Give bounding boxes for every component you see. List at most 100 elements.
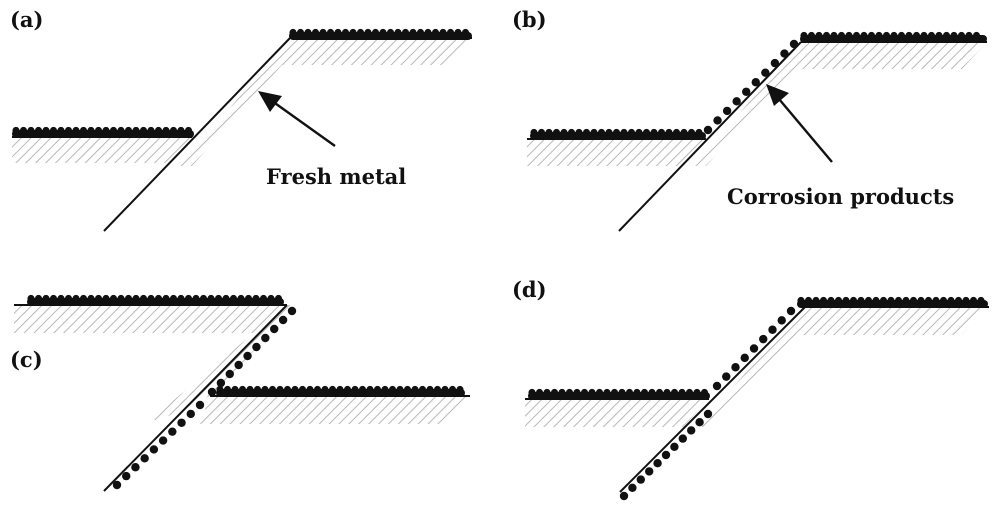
film-bead <box>109 126 118 135</box>
film-bead <box>42 294 50 303</box>
corrosion-product <box>722 372 731 381</box>
film-bead <box>268 385 277 394</box>
film-bead <box>575 128 583 137</box>
film-bead <box>57 294 65 303</box>
film-bead <box>819 296 828 305</box>
corrosion-product <box>749 344 759 353</box>
film-bead <box>678 388 686 397</box>
film-bead <box>545 128 553 137</box>
film-bead <box>680 128 688 137</box>
film-bead <box>124 294 133 303</box>
film-bead <box>909 296 918 305</box>
film-bead <box>343 385 352 394</box>
film-bead <box>371 28 380 37</box>
corrosion-product <box>628 483 637 492</box>
corrosion-product <box>703 409 713 419</box>
film-bead <box>381 385 389 394</box>
corrosion-product <box>287 306 297 316</box>
film-bead <box>924 296 933 305</box>
film-bead <box>366 385 374 394</box>
film-bead <box>311 28 320 37</box>
film-bead <box>962 296 970 305</box>
film-bead <box>154 294 163 303</box>
film-bead <box>800 31 808 40</box>
film-bead <box>184 126 193 135</box>
film-bead <box>162 126 170 135</box>
film-bead <box>394 28 402 37</box>
film-bead <box>289 28 297 37</box>
film-bead <box>296 28 305 37</box>
film-bead <box>849 296 858 305</box>
film-bead <box>655 388 664 397</box>
corrosion-product <box>732 97 741 106</box>
film-bead <box>231 385 239 394</box>
film-bead <box>336 385 344 394</box>
film-bead <box>618 388 626 397</box>
film-bead <box>448 385 457 394</box>
film-bead <box>857 296 865 305</box>
film-bead <box>244 294 253 303</box>
corrosion-product <box>112 480 122 490</box>
film-bead <box>147 126 155 135</box>
slip-plane-line <box>619 306 806 493</box>
film-bead <box>42 126 50 135</box>
film-bead <box>590 128 598 137</box>
slip-plane-line <box>618 41 802 232</box>
film-bead <box>627 128 636 137</box>
film-bead <box>424 28 432 37</box>
film-bead <box>298 385 307 394</box>
film-bead <box>567 128 576 137</box>
substrate-lower-hatch <box>527 139 706 166</box>
film-bead <box>259 294 268 303</box>
film-bead <box>842 296 850 305</box>
corrosion-product <box>636 475 645 484</box>
film-bead <box>207 294 215 303</box>
film-bead <box>252 294 260 303</box>
panel-a <box>12 28 472 232</box>
film-bead <box>950 31 958 40</box>
film-bead <box>64 126 73 135</box>
corrosion-product <box>234 360 243 370</box>
film-bead <box>845 31 853 40</box>
arrow-corrosion-products <box>766 84 833 163</box>
film-bead <box>635 128 643 137</box>
film-bead <box>177 126 185 135</box>
film-bead <box>642 128 651 137</box>
corrosion-product <box>661 450 671 460</box>
film-bead <box>388 385 397 394</box>
film-bead <box>386 28 395 37</box>
film-bead <box>192 294 200 303</box>
corrosion-product <box>670 442 679 451</box>
corrosion-product <box>742 87 751 96</box>
film-bead <box>902 296 910 305</box>
film-bead <box>216 385 224 394</box>
film-bead <box>528 388 536 397</box>
film-bead <box>620 128 628 137</box>
film-bead <box>373 385 382 394</box>
film-bead <box>530 128 538 137</box>
film-bead <box>879 296 888 305</box>
film-bead <box>927 31 936 40</box>
film-bead <box>12 126 20 135</box>
film-bead <box>977 296 985 305</box>
film-bead <box>625 388 634 397</box>
film-bead <box>87 126 95 135</box>
film-bead <box>461 28 470 37</box>
corrosion-product <box>722 106 732 116</box>
film-bead <box>827 296 835 305</box>
substrate-lower-hatch <box>12 137 192 163</box>
corrosion-product <box>195 400 205 410</box>
corrosion-product <box>186 409 195 419</box>
corrosion-product <box>768 325 777 334</box>
film-bead <box>199 294 208 303</box>
film-bead <box>162 294 170 303</box>
corrosion-product <box>645 467 654 476</box>
corrosion-product <box>653 459 662 468</box>
film-bead <box>872 296 880 305</box>
film-bead <box>222 294 230 303</box>
film-bead <box>401 28 410 37</box>
film-bead <box>552 128 561 137</box>
film-bead <box>72 126 80 135</box>
film-bead <box>560 128 568 137</box>
film-bead <box>261 385 269 394</box>
